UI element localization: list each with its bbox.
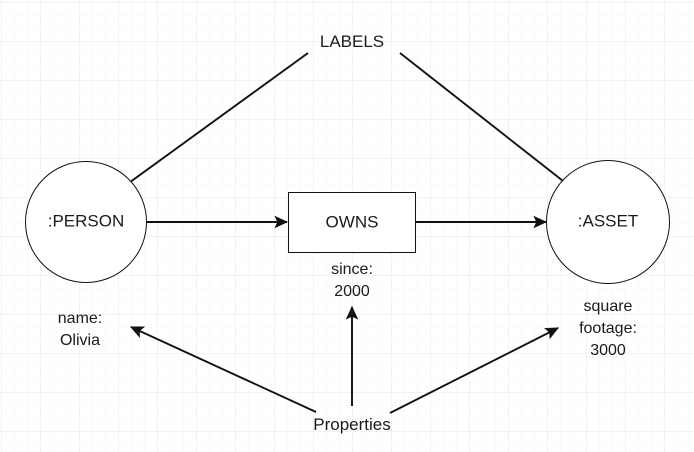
annotation-owns-properties-line-2: 2000 [334, 283, 370, 301]
node-owns[interactable]: OWNS [288, 192, 416, 253]
node-person-label: :PERSON [47, 211, 125, 231]
edge-labels-to-asset [399, 52, 587, 200]
annotation-labels-line-1: LABELS [319, 32, 385, 51]
edge-properties-to-person-properties [130, 326, 317, 413]
annotation-owns-properties-line-1: since: [331, 261, 373, 278]
annotation-asset-properties-line-1: square [583, 298, 633, 315]
node-asset-label: :ASSET [577, 211, 639, 231]
annotation-asset-properties-line-2: footage: [579, 320, 637, 338]
node-asset[interactable]: :ASSET [546, 160, 670, 284]
node-person[interactable]: :PERSON [25, 161, 147, 283]
annotation-person-properties-line-1: name: [57, 310, 103, 327]
annotation-person-properties: name: Olivia [10, 308, 150, 352]
edge-labels-to-person [103, 52, 309, 202]
edge-properties-to-asset-properties [389, 327, 559, 414]
annotation-asset-properties-line-3: 3000 [590, 342, 626, 360]
annotation-asset-properties: square footage: 3000 [538, 296, 678, 362]
annotation-person-properties-line-2: Olivia [59, 332, 100, 350]
annotation-properties-callout: Properties [272, 413, 432, 436]
node-owns-label: OWNS [325, 212, 379, 232]
annotation-labels-callout: LABELS [272, 30, 432, 53]
annotation-properties-line-1: Properties [313, 415, 391, 434]
annotation-owns-properties: since: 2000 [282, 259, 422, 303]
